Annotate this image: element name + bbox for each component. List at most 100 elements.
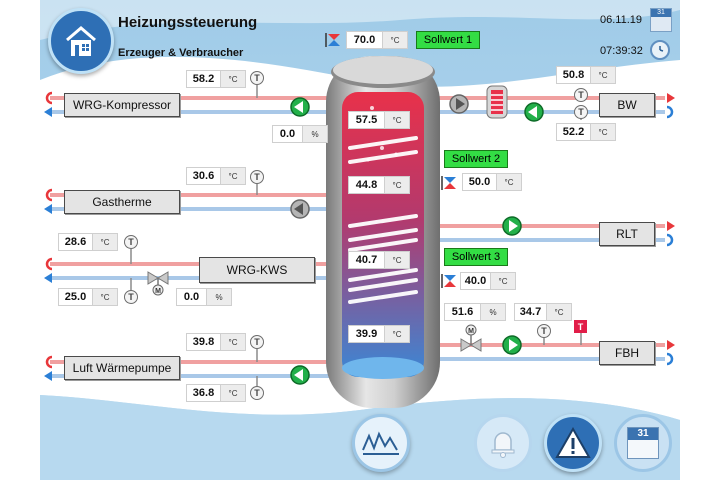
unit-label: °C <box>92 234 117 250</box>
wrg-kws-valve-value: 0.0 <box>183 291 200 303</box>
setpoint3-button[interactable]: Sollwert 3 <box>444 248 508 266</box>
bw-flow-temp-value: 50.8 <box>562 69 585 81</box>
trend-button[interactable] <box>352 414 410 472</box>
wrg-kompressor-temp: 58.2 °C <box>186 70 246 88</box>
buffer-tank <box>326 56 440 408</box>
setpoint-valve-icon <box>441 274 456 288</box>
setpoint3-value[interactable]: 40.0 °C <box>460 272 516 290</box>
unit-label: °C <box>384 252 409 268</box>
pump-off-icon[interactable] <box>448 93 470 115</box>
unit-label: % <box>206 289 231 305</box>
producer-gastherme[interactable]: Gastherme <box>64 190 180 214</box>
unit-label: °C <box>384 112 409 128</box>
unit-label: °C <box>220 71 245 87</box>
wrg-kws-return-temp: 25.0 °C <box>58 288 118 306</box>
mixing-valve-icon[interactable]: M <box>146 264 170 296</box>
wrg-kws-valve: 0.0 % <box>176 288 232 306</box>
pump-icon[interactable] <box>289 96 311 118</box>
producer-wrg-kws[interactable]: WRG-KWS <box>199 257 315 283</box>
luft-wp-return-temp-value: 36.8 <box>192 387 215 399</box>
unit-label: °C <box>546 304 571 320</box>
producer-wrg-kompressor[interactable]: WRG-Kompressor <box>64 93 180 117</box>
unit-label: °C <box>490 273 515 289</box>
luft-wp-flow-temp-value: 39.8 <box>192 336 215 348</box>
gastherme-temp: 30.6 °C <box>186 167 246 185</box>
alarm-bell-button[interactable] <box>474 414 532 472</box>
unit-label: °C <box>496 174 521 190</box>
calendar-day: 31 <box>628 428 658 440</box>
page-subtitle: Erzeuger & Verbraucher <box>118 47 244 59</box>
bw-return-temp: 52.2 °C <box>556 123 616 141</box>
wrg-kompressor-valve: 0.0 % <box>272 125 328 143</box>
fbh-valve: 51.6 % <box>444 303 506 321</box>
wrg-kws-flow-temp: 28.6 °C <box>58 233 118 251</box>
calendar-button[interactable]: 31 <box>614 414 672 472</box>
tank-temp-4-value: 39.9 <box>355 328 378 340</box>
setpoint1-button[interactable]: Sollwert 1 <box>416 31 480 49</box>
gastherme-temp-value: 30.6 <box>192 170 215 182</box>
pump-icon[interactable] <box>289 364 311 386</box>
tank-temp-3-value: 40.7 <box>355 254 378 266</box>
tank-temp-1-value: 57.5 <box>355 114 378 126</box>
unit-label: °C <box>590 124 615 140</box>
temperature-sensor-icon: T <box>537 324 551 338</box>
mixing-valve-icon[interactable]: M <box>458 322 484 358</box>
fbh-valve-value: 51.6 <box>451 306 474 318</box>
home-button[interactable] <box>48 8 114 74</box>
producer-luft-waermepumpe[interactable]: Luft Wärmepumpe <box>64 356 180 380</box>
setpoint2-value[interactable]: 50.0 °C <box>462 173 522 191</box>
calendar-small-icon: 31 <box>650 8 672 32</box>
warning-button[interactable] <box>544 414 602 472</box>
setpoint2-number: 50.0 <box>468 176 491 188</box>
unit-label: °C <box>92 289 117 305</box>
svg-text:M: M <box>155 288 161 295</box>
temperature-sensor-icon: T <box>250 335 264 349</box>
tank-temp-2-value: 44.8 <box>355 179 378 191</box>
temperature-sensor-icon: T <box>250 386 264 400</box>
pump-icon[interactable] <box>523 101 545 123</box>
unit-label: °C <box>382 32 407 48</box>
wrg-kompressor-valve-value: 0.0 <box>279 128 296 140</box>
temperature-sensor-icon: T <box>250 170 264 184</box>
wrg-kws-return-temp-value: 25.0 <box>64 291 87 303</box>
consumer-bw[interactable]: BW <box>599 93 655 117</box>
tank-temp-2: 44.8 °C <box>348 176 410 194</box>
date-display: 06.11.19 <box>600 14 643 26</box>
calendar-icon: 31 <box>627 427 659 459</box>
setpoint1-value[interactable]: 70.0 °C <box>346 31 408 49</box>
calendar-small-day: 31 <box>651 9 671 17</box>
unit-label: °C <box>220 385 245 401</box>
unit-label: °C <box>220 334 245 350</box>
home-icon <box>66 26 96 56</box>
setpoint2-button[interactable]: Sollwert 2 <box>444 150 508 168</box>
setpoint3-number: 40.0 <box>464 275 487 287</box>
clock-icon <box>650 40 670 60</box>
tank-temp-3: 40.7 °C <box>348 251 410 269</box>
temperature-sensor-icon: T <box>124 235 138 249</box>
setpoint1-number: 70.0 <box>353 34 376 46</box>
unit-label: % <box>302 126 327 142</box>
bw-return-temp-value: 52.2 <box>562 126 585 138</box>
unit-label: °C <box>384 326 409 342</box>
time-display: 07:39:32 <box>600 45 643 57</box>
tank-temp-1: 57.5 °C <box>348 111 410 129</box>
setpoint-valve-icon <box>441 176 456 190</box>
consumer-fbh[interactable]: FBH <box>599 341 655 365</box>
pump-off-icon[interactable] <box>289 198 311 220</box>
temperature-sensor-icon: T <box>250 71 264 85</box>
pump-icon[interactable] <box>501 215 523 237</box>
wrg-kws-flow-temp-value: 28.6 <box>64 236 87 248</box>
fbh-temp-value: 34.7 <box>519 306 542 318</box>
page-title: Heizungssteuerung <box>118 14 258 31</box>
pump-icon[interactable] <box>501 334 523 356</box>
consumer-rlt[interactable]: RLT <box>599 222 655 246</box>
temperature-sensor-icon: T <box>574 88 588 102</box>
unit-label: °C <box>220 168 245 184</box>
bw-flow-temp: 50.8 °C <box>556 66 616 84</box>
wrg-kompressor-temp-value: 58.2 <box>192 73 215 85</box>
alarm-bell-icon <box>491 432 515 458</box>
setpoint-valve-icon <box>325 33 340 47</box>
fbh-temp: 34.7 °C <box>514 303 572 321</box>
unit-label: °C <box>590 67 615 83</box>
